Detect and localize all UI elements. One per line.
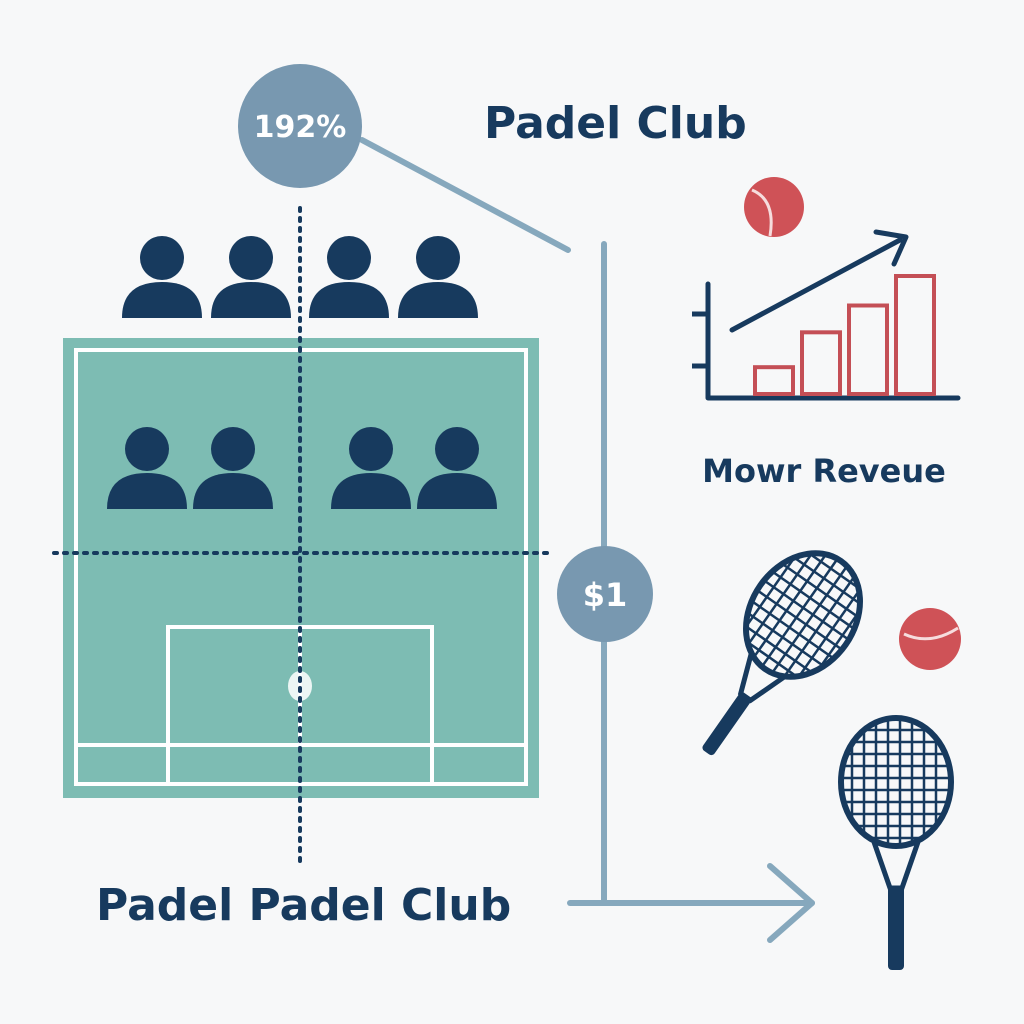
person-icon (122, 236, 202, 318)
padel-ball-icon (899, 608, 961, 670)
arrow-head-icon (767, 863, 815, 943)
padel-racket-icon (702, 533, 884, 756)
chart-bar (894, 274, 936, 396)
price-badge-circle (557, 546, 653, 642)
dotted-guides (52, 206, 552, 864)
chart-bar (847, 303, 889, 396)
price-badge: $1 (557, 546, 653, 642)
audience-top-row (122, 236, 478, 318)
person-icon (211, 236, 291, 318)
percent-badge: 192% (238, 64, 362, 188)
price-badge-text: $1 (583, 576, 628, 614)
revenue-chart (692, 229, 961, 401)
diagonal-connector (359, 137, 571, 253)
percent-badge-circle (238, 64, 362, 188)
padel-ball-icon (744, 177, 804, 237)
person-icon (417, 427, 497, 509)
page-title: Padel Club (484, 98, 747, 149)
chart-bars (753, 274, 936, 397)
person-icon (309, 236, 389, 318)
footer-label: Padel Padel Club (96, 880, 511, 931)
chart-bar (800, 330, 842, 396)
trend-arrow-head-icon (873, 229, 909, 267)
padel-racket-icon (838, 715, 954, 970)
trend-arrow-icon (729, 237, 903, 333)
person-icon (331, 427, 411, 509)
percent-badge-text: 192% (254, 110, 347, 145)
person-icon (107, 427, 187, 509)
chart-axes (705, 281, 961, 401)
person-icon (398, 236, 478, 318)
audience-court-row (107, 427, 497, 509)
chart-caption: Mowr Reveue (702, 452, 946, 490)
chart-bar (753, 365, 795, 397)
person-icon (193, 427, 273, 509)
